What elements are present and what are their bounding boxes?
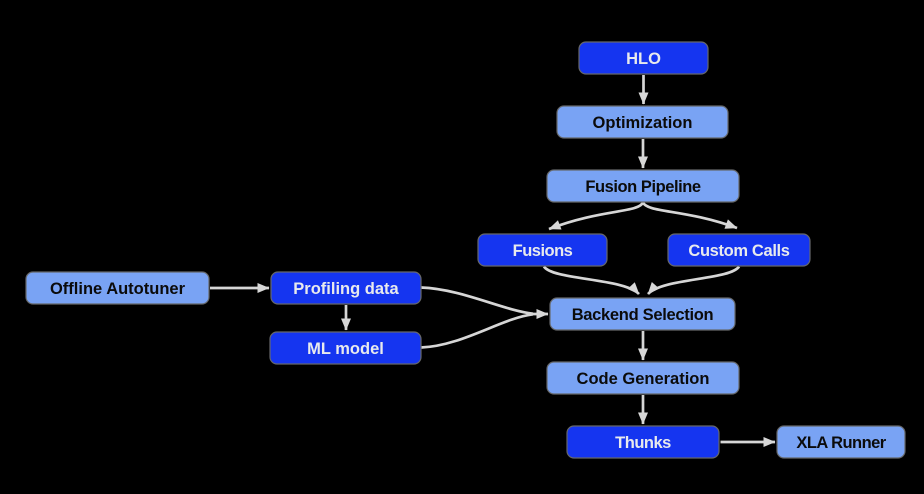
svg-text:Custom Calls: Custom Calls [688, 242, 789, 260]
svg-text:Profiling data: Profiling data [293, 280, 399, 298]
svg-text:ML model: ML model [307, 340, 384, 358]
svg-text:HLO: HLO [626, 50, 661, 68]
svg-text:Code Generation: Code Generation [577, 370, 710, 388]
svg-text:Optimization: Optimization [593, 114, 693, 132]
svg-text:Thunks: Thunks [615, 434, 671, 452]
svg-text:Backend Selection: Backend Selection [572, 306, 714, 324]
svg-text:Fusions: Fusions [513, 242, 573, 260]
svg-text:XLA Runner: XLA Runner [796, 434, 886, 452]
svg-text:Fusion Pipeline: Fusion Pipeline [585, 178, 700, 196]
svg-text:Offline Autotuner: Offline Autotuner [50, 280, 186, 298]
